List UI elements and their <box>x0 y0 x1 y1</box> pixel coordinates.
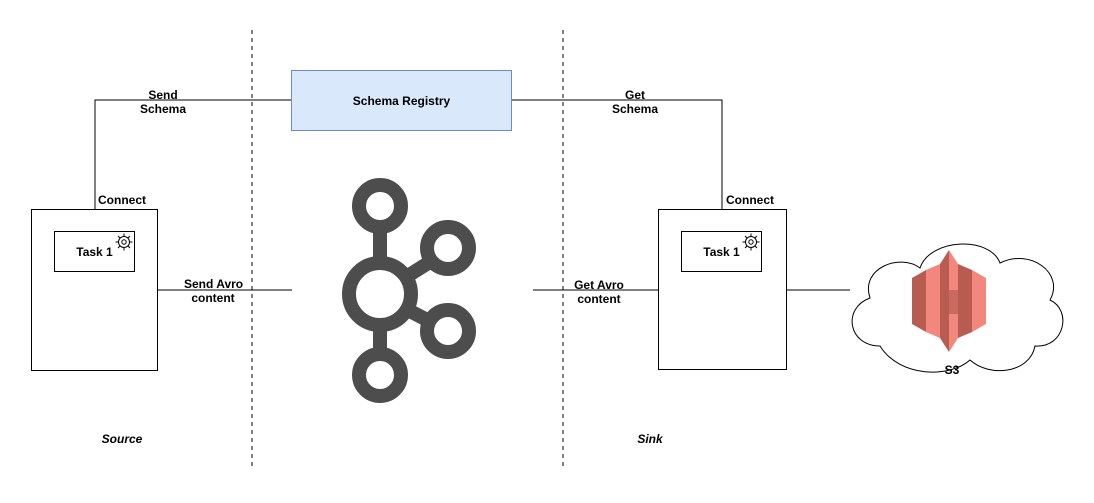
gear-icon <box>742 233 760 251</box>
source-zone-label: Source <box>101 432 143 446</box>
aws-s3-bucket-icon <box>912 250 986 352</box>
sink-connect-label: Connect <box>726 193 774 207</box>
send-content-label: Send Avro content <box>184 277 244 305</box>
get-schema-line <box>512 99 723 209</box>
schema-registry-box: Schema Registry <box>291 70 512 131</box>
get-schema-label: Get Schema <box>611 88 659 116</box>
source-task-box: Task 1 <box>54 231 135 272</box>
sink-task-label: Task 1 <box>703 244 740 259</box>
source-task-label: Task 1 <box>76 244 113 259</box>
gear-icon <box>115 233 133 251</box>
get-content-label: Get Avro content <box>574 278 624 306</box>
source-connect-label: Connect <box>98 193 146 207</box>
schema-registry-label: Schema Registry <box>352 93 451 108</box>
s3-cloud <box>851 243 1064 373</box>
kafka-logo-icon <box>342 178 476 403</box>
send-schema-line <box>94 99 291 209</box>
sink-task-box: Task 1 <box>681 231 762 272</box>
sink-zone-label: Sink <box>637 432 663 446</box>
s3-label: S3 <box>944 363 960 377</box>
send-schema-label: Send Schema <box>139 88 187 116</box>
